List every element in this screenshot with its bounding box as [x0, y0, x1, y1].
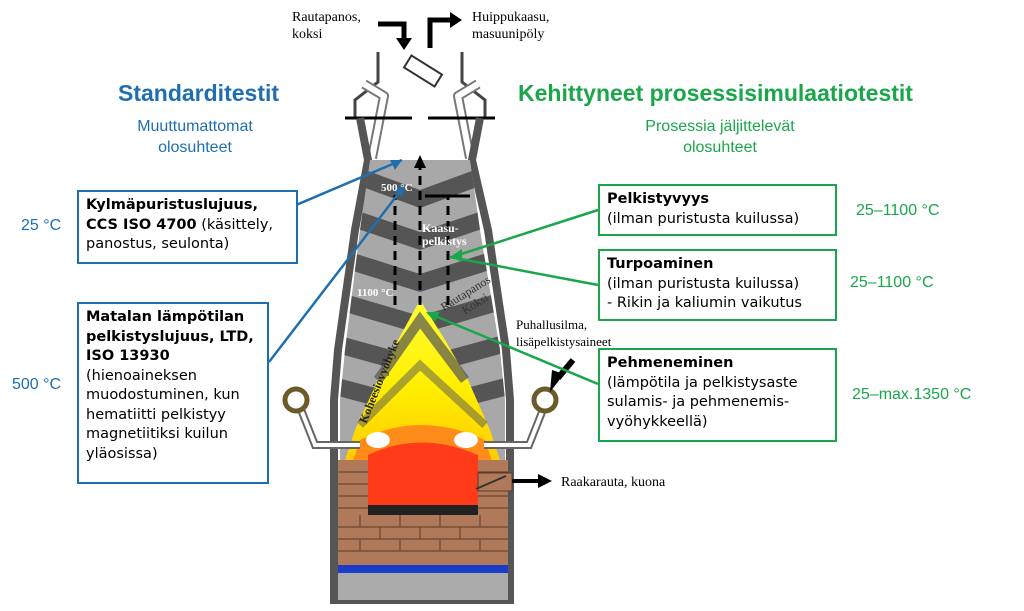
- box-swelling: Turpoaminen (ilman puristusta kuilussa) …: [598, 249, 837, 321]
- label-blast: Puhallusilma, lisäpelkistysaineet: [516, 317, 612, 349]
- connector-reducibility: [451, 208, 599, 259]
- heading-advanced-tests: Kehittyneet prosessisimulaatiotestit: [518, 80, 913, 106]
- gas-flow-lines: [393, 160, 450, 305]
- top-output-arrow: [427, 12, 462, 48]
- temp-swelling: 25–1100 °C: [850, 274, 934, 291]
- blast-arrow: [550, 358, 576, 392]
- label-500c: 500 °C: [381, 182, 413, 194]
- heading-standard-tests: Standarditestit: [118, 80, 280, 106]
- tuyere-right: [484, 386, 559, 449]
- temp-ltd: 500 °C: [12, 376, 62, 393]
- temp-ccs: 25 °C: [21, 217, 62, 234]
- box-ltd: Matalan lämpötilan pelkistyslujuus, LTD,…: [77, 302, 269, 484]
- connector-ltd: [268, 184, 406, 363]
- box-reducibility: Pelkistyvyys (ilman puristusta kuilussa): [598, 184, 837, 236]
- label-top-input: Rautapanos, koksi: [292, 10, 361, 42]
- label-gas-reduction: Kaasu- pelkistys: [422, 221, 467, 248]
- cohesive-zone: [345, 300, 500, 460]
- tap-hole: [475, 472, 513, 492]
- box-ccs: Kylmäpuristuslujuus, CCS ISO 4700 (käsit…: [77, 190, 298, 264]
- furnace-top: [345, 52, 495, 159]
- temp-softening: 25–max.1350 °C: [852, 386, 972, 403]
- connector-swelling: [449, 255, 599, 287]
- label-top-output: Huippukaasu, masuunipöly: [472, 10, 550, 42]
- temp-reducibility: 25–1100 °C: [856, 202, 940, 219]
- box-softening: Pehmeneminen (lämpötila ja pelkistysaste…: [598, 348, 837, 442]
- connector-softening: [427, 311, 599, 386]
- subheading-advanced-tests: Prosessia jäljittelevät olosuhteet: [645, 118, 795, 156]
- label-tap: Raakarauta, kuona: [561, 475, 666, 490]
- tap-arrow: [512, 474, 552, 488]
- subheading-standard-tests: Muuttumattomat olosuhteet: [137, 118, 253, 156]
- hearth-melt: [368, 442, 478, 510]
- top-input-arrow: [378, 21, 412, 50]
- tuyere-left: [282, 386, 360, 449]
- label-1100c: 1100 °C: [357, 287, 394, 299]
